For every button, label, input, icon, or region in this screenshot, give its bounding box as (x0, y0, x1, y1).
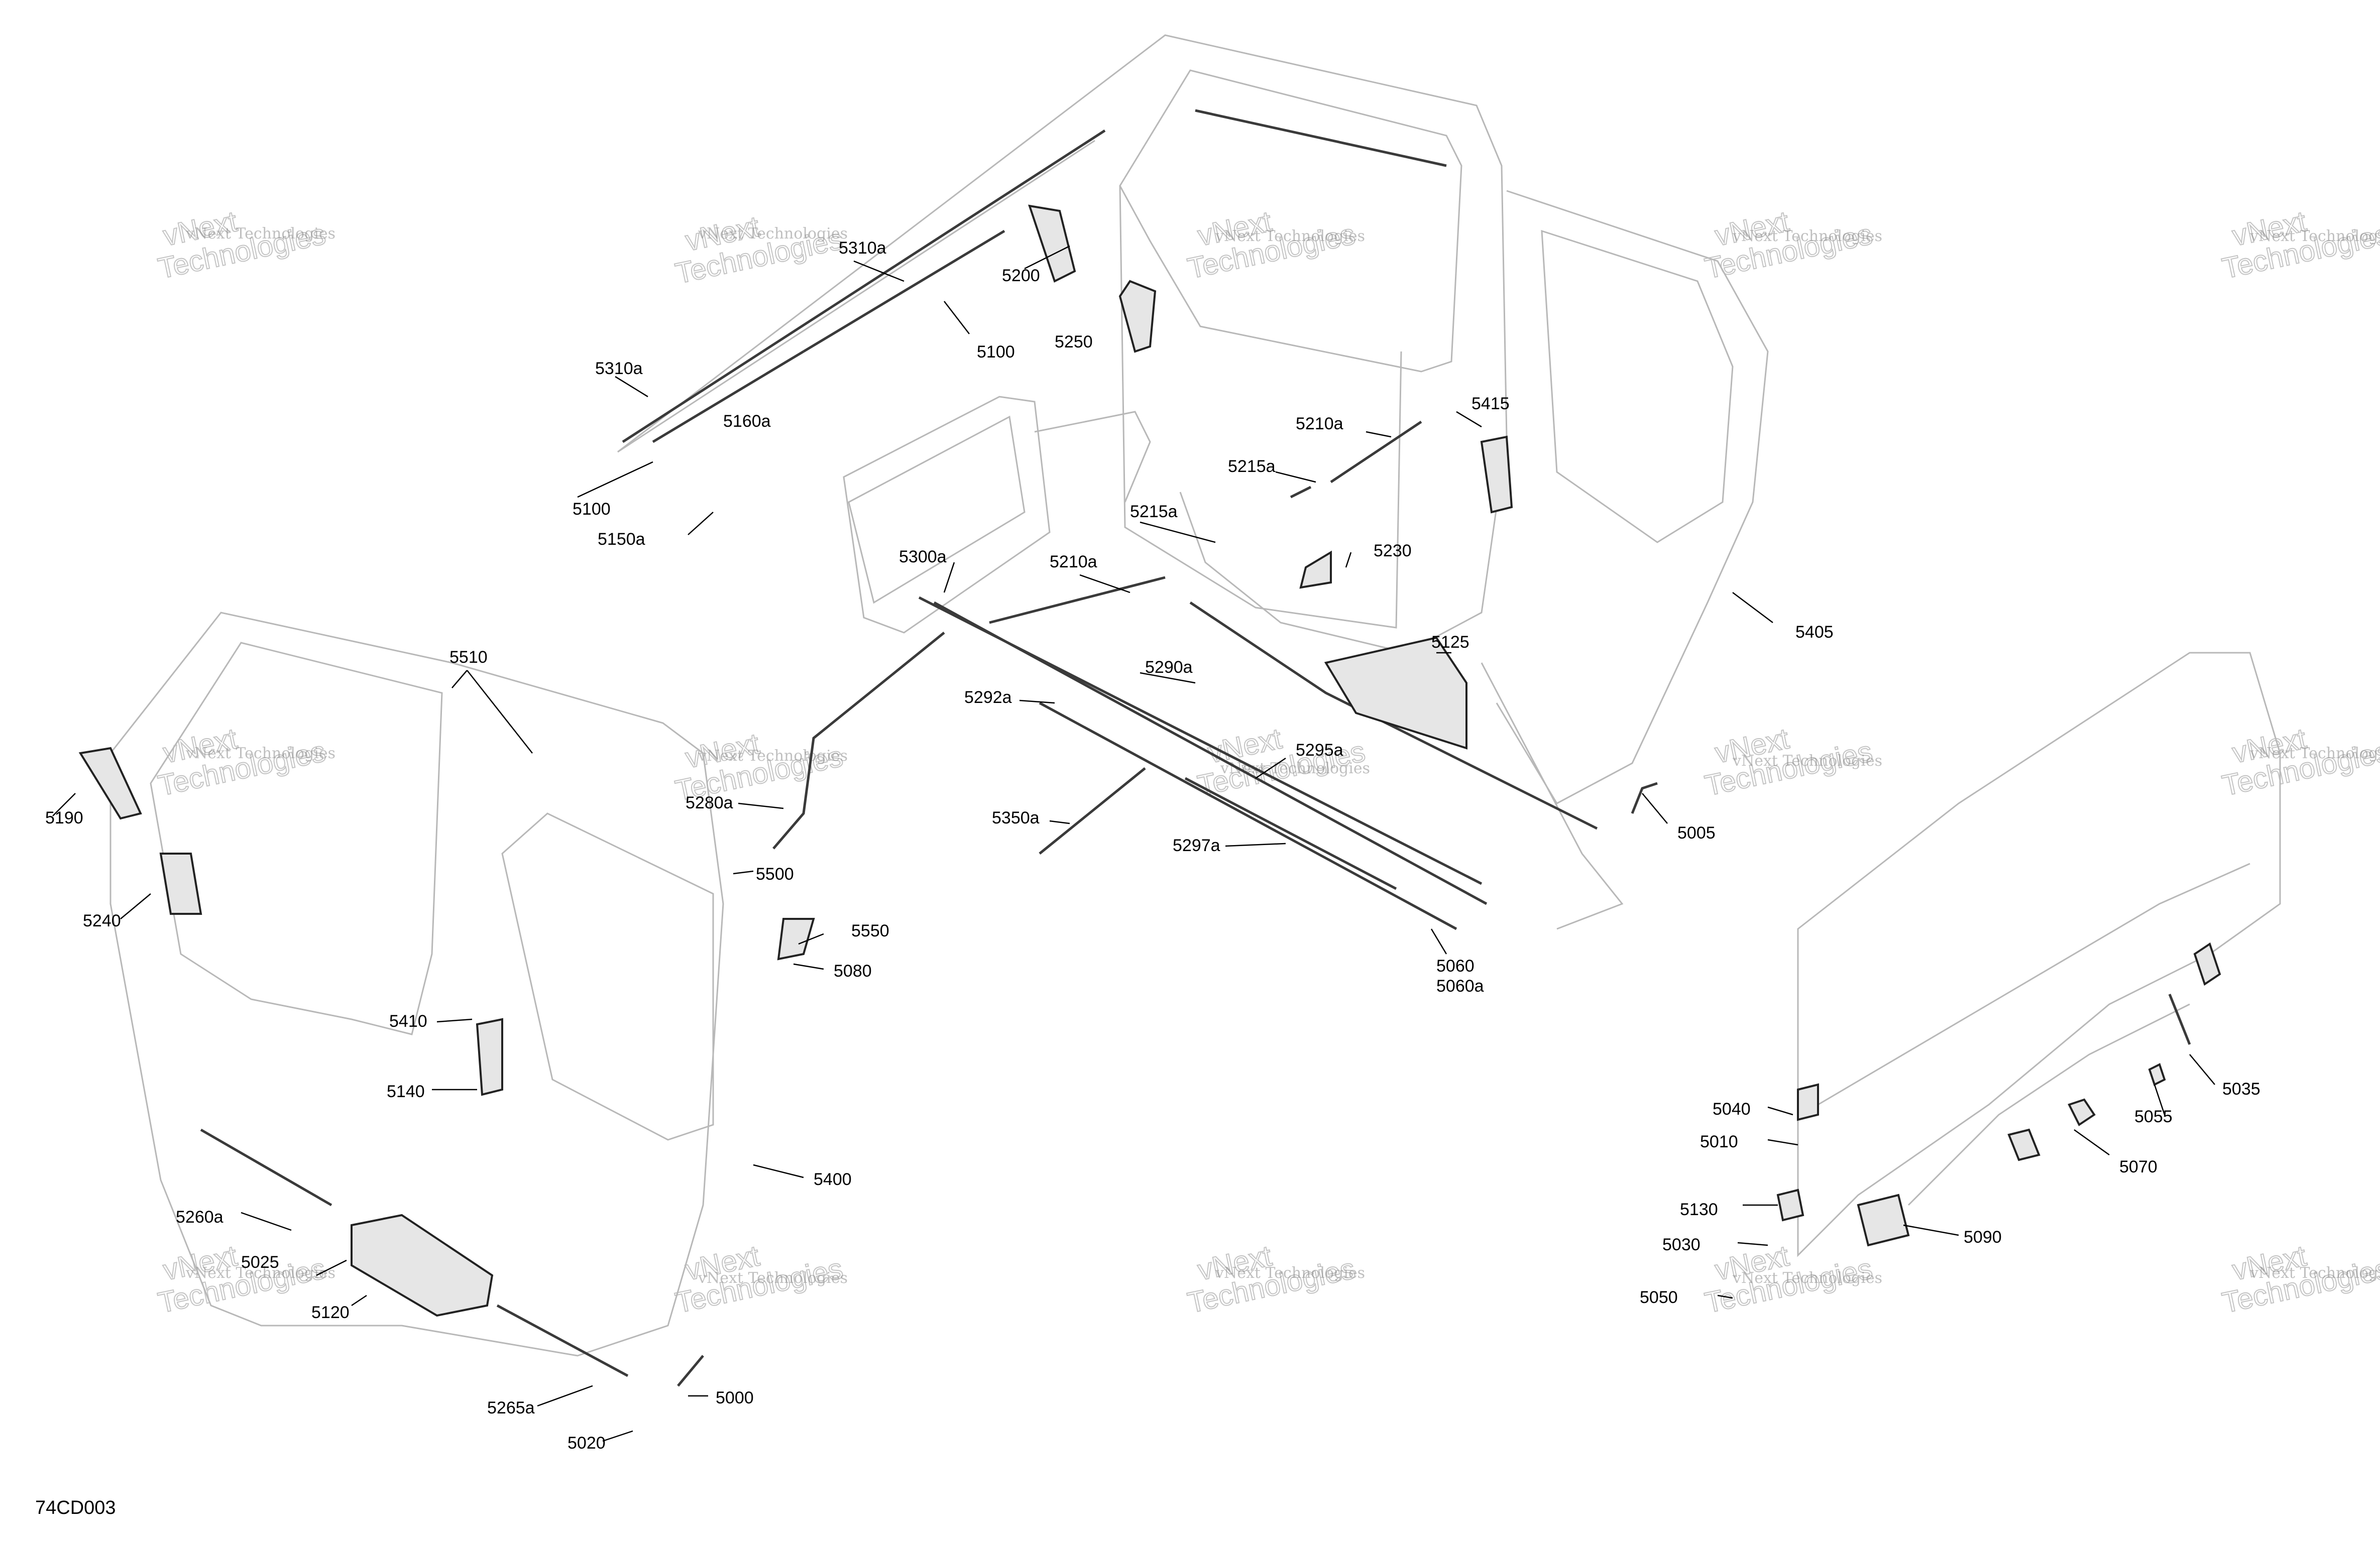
watermark: vNext Technologies vNext Technologies (1702, 722, 1882, 802)
svg-text:vNext Technologies: vNext Technologies (698, 747, 848, 765)
callout-5050: 5050 (1640, 1288, 1678, 1307)
callout-5230: 5230 (1374, 541, 1412, 560)
top-rods (772, 204, 1658, 930)
callout-5350a: 5350a (992, 808, 1040, 827)
callout-5005: 5005 (1677, 823, 1716, 843)
callout-5310a: 5310a (839, 239, 886, 258)
callout-5000: 5000 (716, 1388, 754, 1407)
callout-5120: 5120 (311, 1303, 350, 1322)
svg-text:vNext Technologies: vNext Technologies (2249, 227, 2380, 245)
top-door-assembly (617, 34, 1769, 930)
watermark: vNext Technologies vNext Technologies (1184, 204, 1365, 285)
svg-text:vNext Technologies: vNext Technologies (1732, 752, 1882, 770)
watermark: vNext Technologies vNext Technologies (155, 1239, 335, 1320)
left-door-assembly (78, 612, 815, 1387)
svg-text:vNext Technologies: vNext Technologies (1215, 1264, 1365, 1282)
callout-labels: 5310a 5310a 5200 5100 5100 5250 5160a 51… (45, 239, 2260, 1453)
watermark: vNext Technologies vNext Technologies (2219, 1239, 2380, 1320)
svg-text:vNext Technologies: vNext Technologies (1215, 227, 1365, 245)
callout-5190: 5190 (45, 808, 83, 827)
callout-5090: 5090 (1964, 1228, 2002, 1247)
watermark: vNext Technologies vNext Technologies (155, 204, 335, 285)
watermark: vNext Technologies vNext Technologies (1702, 204, 1882, 285)
callout-5280a: 5280a (686, 793, 733, 812)
callout-5140: 5140 (387, 1082, 425, 1101)
watermark: vNext Technologies vNext Technologies (672, 209, 848, 290)
callout-5400: 5400 (814, 1170, 852, 1189)
callout-5055: 5055 (2134, 1107, 2173, 1126)
callout-5030: 5030 (1662, 1235, 1701, 1254)
callout-5080: 5080 (834, 962, 872, 981)
watermark: vNext Technologies vNext Technologies (2219, 204, 2380, 285)
callout-5125: 5125 (1431, 633, 1469, 652)
callout-5210a: 5210a (1050, 552, 1097, 571)
callout-5010: 5010 (1700, 1132, 1738, 1151)
callout-5290a: 5290a (1145, 658, 1193, 677)
svg-text:vNext Technologies: vNext Technologies (1732, 1269, 1882, 1287)
callout-5297a: 5297a (1173, 836, 1220, 855)
callout-5410: 5410 (389, 1012, 427, 1031)
callout-5215a: 5215a (1130, 502, 1178, 521)
callout-5300a: 5300a (899, 547, 947, 566)
callout-5260a: 5260a (176, 1208, 223, 1227)
svg-text:vNext Technologies: vNext Technologies (698, 1269, 848, 1287)
right-door-assembly (1776, 652, 2281, 1257)
callout-5160a: 5160a (723, 412, 771, 431)
callout-5020: 5020 (568, 1434, 606, 1453)
callout-5070: 5070 (2119, 1157, 2158, 1176)
callout-5100: 5100 (977, 342, 1015, 362)
callout-5100: 5100 (573, 500, 611, 519)
watermark: vNext Technologies vNext Technologies (1194, 722, 1370, 802)
leader-lines (52, 245, 2215, 1442)
callout-5550: 5550 (851, 921, 889, 940)
svg-text:vNext Technologies: vNext Technologies (698, 225, 848, 243)
callout-5240: 5240 (83, 911, 121, 930)
watermark: vNext Technologies vNext Technologies (1184, 1239, 1365, 1320)
watermark: vNext Technologies vNext Technologies (1702, 1239, 1882, 1320)
svg-text:vNext Technologies: vNext Technologies (1732, 227, 1882, 245)
callout-5510: 5510 (449, 648, 488, 667)
diagram-code: 74CD003 (35, 1497, 116, 1518)
watermarks: vNext Technologies vNext Technologies vN… (155, 204, 2380, 1320)
watermark: vNext Technologies vNext Technologies (2219, 722, 2380, 802)
callout-5500: 5500 (756, 865, 794, 884)
svg-text:vNext Technologies: vNext Technologies (2249, 745, 2380, 762)
svg-text:vNext Technologies: vNext Technologies (185, 225, 335, 243)
svg-text:vNext Technologies: vNext Technologies (2249, 1264, 2380, 1282)
callout-5060a: 5060a (1436, 977, 1484, 996)
callout-5025: 5025 (241, 1253, 279, 1272)
callout-5405: 5405 (1795, 623, 1834, 642)
callout-5035: 5035 (2222, 1080, 2260, 1099)
callout-5265a: 5265a (487, 1398, 535, 1417)
svg-text:vNext Technologies: vNext Technologies (185, 1264, 335, 1282)
callout-5292a: 5292a (964, 688, 1012, 707)
callout-5200: 5200 (1002, 266, 1040, 285)
callout-5130: 5130 (1680, 1200, 1718, 1219)
callout-5415: 5415 (1471, 394, 1510, 413)
callout-5215a: 5215a (1228, 457, 1276, 476)
callout-5150a: 5150a (598, 530, 645, 549)
callout-5310a: 5310a (595, 359, 643, 378)
callout-5040: 5040 (1713, 1100, 1751, 1119)
callout-5060: 5060 (1436, 957, 1475, 976)
callout-5295a: 5295a (1296, 741, 1343, 760)
callout-5250: 5250 (1055, 332, 1093, 351)
center-module (843, 396, 1151, 634)
svg-text:vNext Technologies: vNext Technologies (185, 745, 335, 762)
callout-5210a: 5210a (1296, 414, 1343, 433)
watermark: vNext Technologies vNext Technologies (672, 1239, 848, 1320)
